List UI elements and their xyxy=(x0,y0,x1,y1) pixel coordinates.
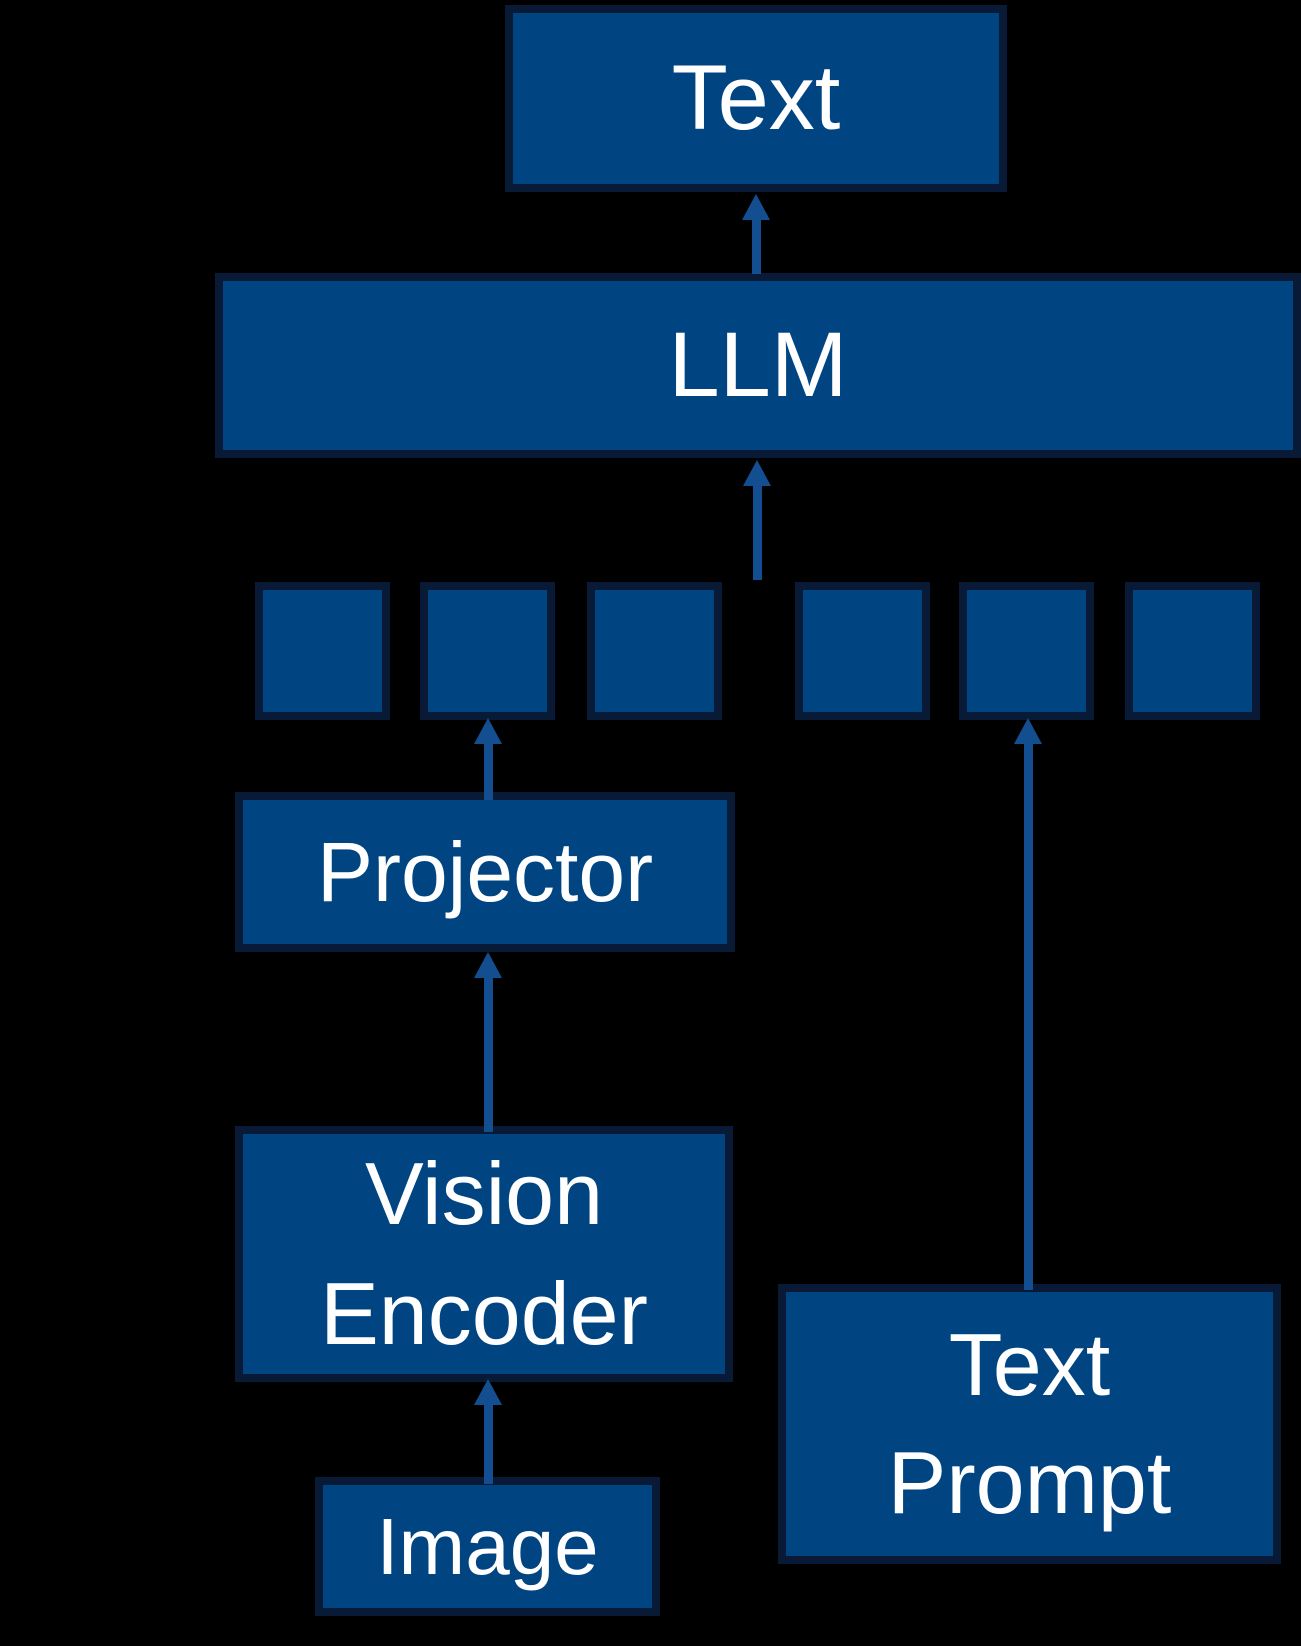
arrow-text-prompt-to-token xyxy=(1014,718,1042,1290)
text-prompt-label-line1: Text xyxy=(948,1315,1111,1414)
token-square xyxy=(587,582,722,720)
arrow-llm-to-text xyxy=(742,194,770,274)
image-input-box: Image xyxy=(315,1477,660,1616)
vision-encoder-label-line1: Vision xyxy=(364,1144,604,1243)
text-prompt-box: Text Prompt xyxy=(778,1284,1281,1564)
arrow-encoder-to-projector xyxy=(474,952,502,1132)
arrow-head-icon xyxy=(474,718,502,744)
token-square xyxy=(1125,582,1260,720)
token-square xyxy=(255,582,390,720)
arrow-image-to-encoder xyxy=(474,1379,502,1484)
text-prompt-label-line2: Prompt xyxy=(887,1433,1172,1532)
text-output-label: Text xyxy=(671,47,841,149)
arrow-shaft xyxy=(483,978,493,1132)
llm-box: LLM xyxy=(215,273,1301,458)
image-label: Image xyxy=(376,1501,599,1591)
arrow-projector-to-token xyxy=(474,718,502,800)
vision-encoder-label-line2: Encoder xyxy=(320,1264,648,1363)
arrow-shaft xyxy=(483,744,493,800)
arrow-head-icon xyxy=(742,194,770,220)
token-square xyxy=(420,582,555,720)
arrow-shaft xyxy=(483,1405,493,1484)
arrow-shaft xyxy=(752,486,762,580)
projector-box: Projector xyxy=(235,792,735,952)
arrow-shaft xyxy=(1023,744,1033,1290)
projector-label: Projector xyxy=(316,824,654,919)
arrow-tokens-to-llm xyxy=(743,460,771,580)
text-output-box: Text xyxy=(505,5,1007,192)
arrow-shaft xyxy=(751,220,761,274)
arrow-head-icon xyxy=(743,460,771,486)
token-square xyxy=(795,582,930,720)
arrow-head-icon xyxy=(1014,718,1042,744)
llm-label: LLM xyxy=(668,314,848,416)
vision-encoder-box: Vision Encoder xyxy=(235,1126,733,1382)
arrow-head-icon xyxy=(474,1379,502,1405)
token-square xyxy=(959,582,1094,720)
arrow-head-icon xyxy=(474,952,502,978)
